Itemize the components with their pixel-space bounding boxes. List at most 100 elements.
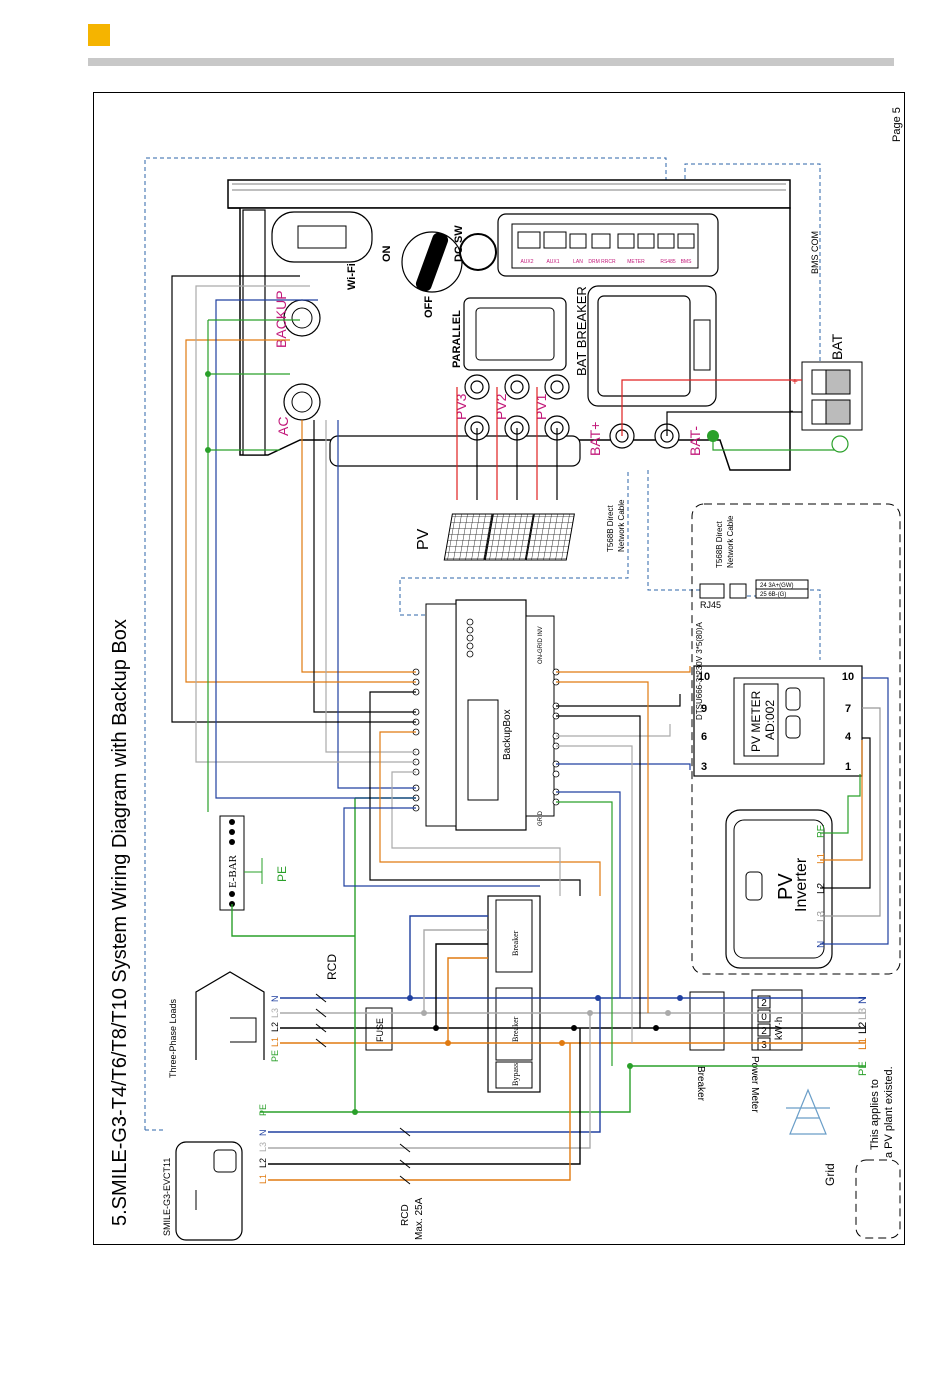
ev-n-label: N bbox=[258, 1130, 268, 1137]
pv3-label: PV3 bbox=[453, 393, 469, 420]
bms-com-label: BMS COM bbox=[810, 231, 820, 274]
load-l3-label: L3 bbox=[270, 1008, 280, 1018]
port-label-drm: DRM RRCR bbox=[588, 259, 616, 265]
breaker-label-2: Breaker bbox=[511, 1016, 520, 1042]
svg-text:+: + bbox=[792, 377, 798, 388]
grid-label: Grid bbox=[823, 1163, 837, 1186]
fuse-label: FUSE bbox=[375, 1018, 385, 1042]
pv-inverter-label-2: Inverter bbox=[793, 857, 810, 912]
grid-l1-label: L1 bbox=[857, 1038, 869, 1050]
load-pe-label: PE bbox=[270, 1050, 280, 1062]
ev-l3-label: L3 bbox=[258, 1142, 268, 1152]
diagram-frame bbox=[93, 92, 905, 1245]
dtsu-label: DTSU666-3*230V 3*5(80)A bbox=[695, 622, 704, 720]
grid-n-label: N bbox=[857, 996, 869, 1004]
ev-l2-label: L2 bbox=[258, 1158, 268, 1168]
rcd-label: RCD bbox=[325, 954, 339, 980]
wifi-label: Wi-Fi bbox=[346, 263, 358, 290]
page-number: Page 5 bbox=[891, 107, 903, 142]
bypass-label: Bypass bbox=[511, 1063, 520, 1086]
parallel-label: PARALLEL bbox=[451, 310, 463, 368]
grid-port-label: GRID bbox=[538, 810, 544, 826]
note-dashed-box bbox=[855, 1159, 901, 1239]
backupbox-label: BackupBox bbox=[502, 709, 513, 760]
bat-label: BAT bbox=[829, 333, 845, 360]
off-label: OFF bbox=[423, 296, 435, 318]
evct-label: SMILE-G3-EVCT11 bbox=[162, 1158, 172, 1236]
pv-plant-dashed-box bbox=[691, 503, 901, 975]
ev-l1-label: L1 bbox=[258, 1174, 268, 1184]
meter-terminal-3: 3 bbox=[701, 761, 707, 773]
dc-sw-label: DC SW bbox=[453, 225, 465, 262]
breaker-label-1: Breaker bbox=[511, 930, 520, 956]
grid-breaker-label: Breaker bbox=[695, 1066, 706, 1102]
backup-label: BACKUP bbox=[273, 290, 289, 348]
port-label-lan: LAN bbox=[573, 259, 583, 265]
pv-note-1: This applies to bbox=[869, 1079, 881, 1150]
counter-digit-1: 2 bbox=[761, 998, 767, 1009]
rj45-connector-icon bbox=[699, 583, 725, 599]
three-phase-loads-label: Three-Phase Loads bbox=[168, 998, 178, 1078]
port-label-bms: BMS bbox=[681, 259, 693, 265]
page-title: 5.SMILE-G3-T4/T6/T8/T10 System Wiring Di… bbox=[109, 619, 131, 1226]
port-label-aux1: AUX1 bbox=[546, 259, 559, 265]
t568b-label-1: T568B Direct bbox=[606, 505, 615, 552]
ev-pe-label: PE bbox=[258, 1104, 268, 1116]
bat-plus-label: BAT+ bbox=[587, 422, 603, 456]
pv-mc4-connectors bbox=[464, 374, 680, 449]
grid-breaker bbox=[689, 991, 725, 1051]
counter-digit-3: 2 bbox=[761, 1026, 767, 1037]
grid-l3-label: L3 bbox=[857, 1008, 869, 1020]
rj45-label: RJ45 bbox=[700, 600, 721, 610]
grid-l2-label: L2 bbox=[857, 1022, 869, 1034]
hybrid-inverter bbox=[227, 179, 791, 471]
t568b-label-4: Network Cable bbox=[726, 515, 735, 568]
pvinv-l1: L1 bbox=[816, 852, 827, 864]
load-l1-label: L1 bbox=[270, 1037, 280, 1047]
meter-terminal-b10: 10 bbox=[842, 671, 854, 683]
t568b-label-3: T568B Direct bbox=[715, 521, 724, 568]
svg-text:-: - bbox=[790, 406, 793, 417]
counter-digit-4: 3 bbox=[761, 1040, 767, 1051]
meter-terminal-9: 9 bbox=[701, 703, 707, 715]
counter-digit-2: 0 bbox=[761, 1012, 767, 1023]
pv1-label: PV1 bbox=[533, 393, 549, 420]
pv-note-2: a PV plant existed. bbox=[883, 1066, 895, 1158]
solar-panels bbox=[443, 513, 575, 561]
ebar-label: E-BAR bbox=[227, 854, 239, 888]
meter-terminal-b7: 7 bbox=[845, 703, 851, 715]
ebar-pe-label: PE bbox=[275, 866, 289, 882]
port-label-meter: METER bbox=[627, 259, 645, 265]
meter-terminal-b4: 4 bbox=[845, 731, 852, 743]
bat-breaker-label: BAT BREAKER bbox=[574, 286, 589, 376]
rs485-b-label: 25 6B-(G) bbox=[760, 592, 786, 598]
bat-minus-label: BAT- bbox=[687, 426, 703, 456]
header-accent-square bbox=[88, 24, 110, 46]
ac-label: AC bbox=[275, 417, 291, 436]
pv-label: PV bbox=[415, 528, 432, 550]
rcd-max-label-2: Max. 25A bbox=[414, 1197, 425, 1240]
three-phase-loads-icon bbox=[195, 971, 265, 1060]
rcd-max-label-1: RCD bbox=[400, 1204, 411, 1226]
pv-inverter-label-1: PV bbox=[775, 873, 797, 900]
on-grid-inv-label: ON-GRID INV bbox=[538, 626, 544, 664]
pv-meter-address: AD:002 bbox=[763, 700, 777, 740]
meter-terminal-6: 6 bbox=[701, 731, 707, 743]
load-l2-label: L2 bbox=[270, 1022, 280, 1032]
meter-terminal-b1: 1 bbox=[845, 761, 851, 773]
rs485-a-label: 24 3A+(GW) bbox=[760, 583, 794, 589]
meter-terminal-10: 10 bbox=[698, 671, 710, 683]
pvinv-pe: PE bbox=[816, 824, 827, 838]
pv-meter-label: PV METER bbox=[749, 690, 763, 752]
port-label-rs485: RS485 bbox=[660, 259, 676, 265]
battery-ground-icon bbox=[831, 435, 849, 453]
port-label-aux2: AUX2 bbox=[520, 259, 533, 265]
pv2-label: PV2 bbox=[493, 393, 509, 420]
on-label: ON bbox=[381, 245, 393, 262]
header-rule bbox=[88, 58, 894, 66]
load-n-label: N bbox=[270, 996, 280, 1003]
t568b-label-2: Network Cable bbox=[617, 499, 626, 552]
power-meter-label: Power Meter bbox=[749, 1056, 760, 1113]
grid-pe-label: PE bbox=[857, 1061, 869, 1076]
